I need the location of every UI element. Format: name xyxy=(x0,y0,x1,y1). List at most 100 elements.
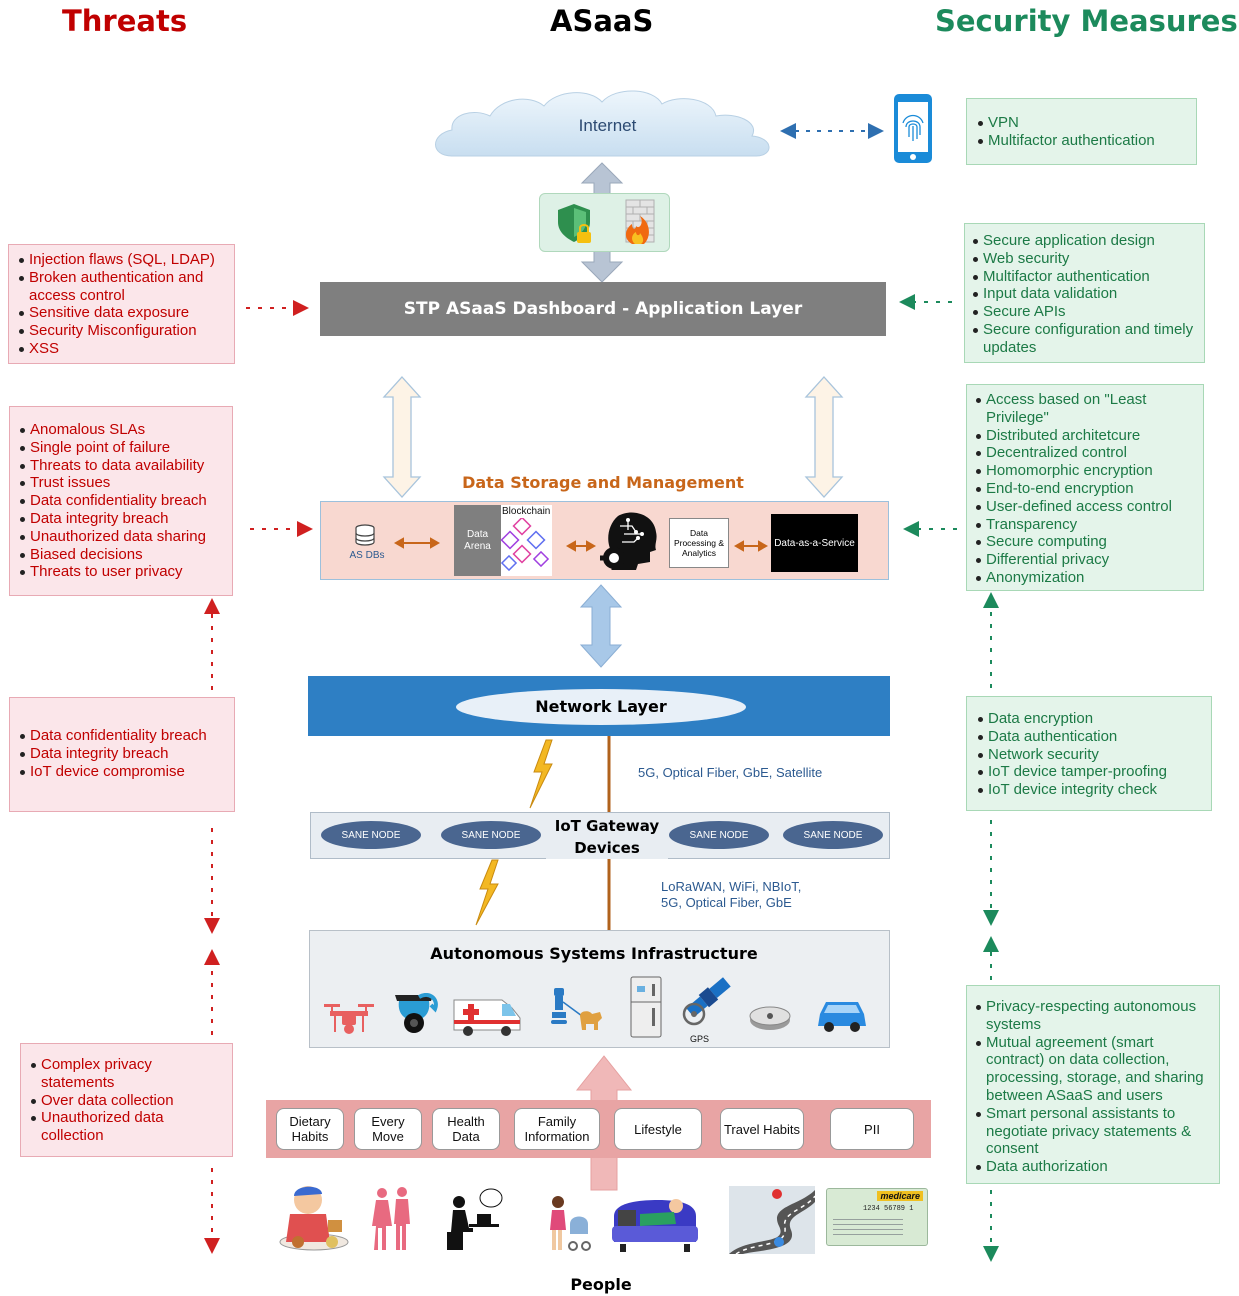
daas-label: Data-as-a-Service xyxy=(774,537,855,549)
database-icon xyxy=(355,524,375,546)
fingerprint-phone-icon xyxy=(894,94,932,163)
eating-person-icon xyxy=(279,1186,349,1251)
threat-app-item: Broken authentication and access control xyxy=(18,269,234,305)
measure-storage-item: User-defined access control xyxy=(975,498,1199,516)
people-label: People xyxy=(570,1275,632,1294)
threat-storage-item: Biased decisions xyxy=(19,546,232,564)
medicare-brand: medicare xyxy=(877,1191,923,1201)
data-arena-label: Data Arena xyxy=(464,528,491,552)
measure-storage-item: Secure computing xyxy=(975,533,1199,551)
car-icon xyxy=(818,1002,866,1032)
measure-app-item: Web security xyxy=(972,250,1200,268)
measure-app-item: Secure configuration and timely updates xyxy=(972,321,1200,357)
sane-node-2: SANE NODE xyxy=(441,821,541,849)
robot-dog-walker-icon xyxy=(551,988,602,1030)
threat-app-list: Injection flaws (SQL, LDAP)Broken authen… xyxy=(18,251,234,358)
measure-storage-list: Access based on "Least Privilege"Distrib… xyxy=(975,391,1199,587)
wireless-bolt-1 xyxy=(529,739,553,809)
mother-stroller-icon xyxy=(550,1196,591,1251)
threat-network-item: Data confidentiality breach xyxy=(19,727,234,745)
shield-lock-icon xyxy=(558,204,591,243)
threat-storage-item: Threats to user privacy xyxy=(19,563,232,581)
firewall-security-box xyxy=(539,193,670,252)
app-storage-arrows xyxy=(382,376,844,498)
data-storage-title: Data Storage and Management xyxy=(462,473,744,492)
gps-label: GPS xyxy=(690,1034,710,1044)
category-dietary-habits: Dietary Habits xyxy=(276,1108,344,1150)
sane-node-3: SANE NODE xyxy=(669,821,769,849)
iot-tech-label: LoRaWAN, WiFi, NBIoT, 5G, Optical Fiber,… xyxy=(661,879,802,910)
measure-people-item: Privacy-respecting autonomous systems xyxy=(975,998,1213,1034)
measure-storage-item: Transparency xyxy=(975,516,1199,534)
measure-people-item: Mutual agreement (smart contract) on dat… xyxy=(975,1034,1213,1105)
data-processing-box: Data Processing & Analytics xyxy=(669,518,729,568)
gps-satellite-icon xyxy=(682,977,731,1026)
asaas-header: ASaaS xyxy=(550,4,654,38)
asi-title: Autonomous Systems Infrastructure xyxy=(430,944,758,963)
threat-storage-item: Data integrity breach xyxy=(19,510,232,528)
as-dbs-label: AS DBs xyxy=(349,550,385,561)
daas-box: Data-as-a-Service xyxy=(771,514,858,572)
application-layer-bar: STP ASaaS Dashboard - Application Layer xyxy=(320,282,886,336)
category-travel-habits: Travel Habits xyxy=(720,1108,804,1150)
measure-internet-item: VPN xyxy=(977,114,1196,132)
category-pii: PII xyxy=(830,1108,914,1150)
blockchain-label: Blockchain xyxy=(502,506,551,517)
threats-app-box: Injection flaws (SQL, LDAP)Broken authen… xyxy=(8,244,235,364)
threats-header: Threats xyxy=(62,4,188,38)
iot-gateway-title: IoT Gateway Devices xyxy=(546,815,668,859)
measure-storage-item: Anonymization xyxy=(975,569,1199,587)
threat-people-item: Unauthorized data collection xyxy=(30,1109,224,1145)
network-layer-ellipse xyxy=(456,689,746,725)
ambulance-icon xyxy=(453,999,521,1036)
internet-label: Internet xyxy=(578,116,637,135)
threat-storage-item: Single point of failure xyxy=(19,439,232,457)
measure-network-item: Data encryption xyxy=(977,710,1207,728)
threat-network-item: IoT device compromise xyxy=(19,763,234,781)
medicare-number: 1234 56789 1 xyxy=(863,1205,914,1213)
data-processing-label: Data Processing & Analytics xyxy=(673,528,725,558)
storage-flow-arrows xyxy=(393,537,769,552)
security-camera-icon xyxy=(395,993,438,1033)
measure-network-item: Data authentication xyxy=(977,728,1207,746)
threat-storage-item: Trust issues xyxy=(19,474,232,492)
storage-network-arrow xyxy=(579,584,623,668)
security-measures-header: Security Measures xyxy=(935,4,1238,38)
measure-internet-item: Multifactor authentication xyxy=(977,132,1196,150)
measure-storage-item: Homomorphic encryption xyxy=(975,462,1199,480)
drone-icon xyxy=(324,1004,374,1034)
threat-storage-item: Anomalous SLAs xyxy=(19,421,232,439)
ai-processing-icon xyxy=(600,512,657,570)
measure-app-item: Secure APIs xyxy=(972,303,1200,321)
threat-network-item: Data integrity breach xyxy=(19,745,234,763)
network-layer-title: Network Layer xyxy=(535,697,667,716)
measure-storage-item: Access based on "Least Privilege" xyxy=(975,391,1199,427)
threat-app-item: XSS xyxy=(18,340,234,358)
measure-app-item: Secure application design xyxy=(972,232,1200,250)
category-family-information: Family Information xyxy=(514,1108,600,1150)
measure-network-item: Network security xyxy=(977,746,1207,764)
data-arena-label-box: Data Arena xyxy=(454,505,501,576)
measure-network-item: IoT device integrity check xyxy=(977,781,1207,799)
robot-vacuum-icon xyxy=(749,1006,791,1030)
medicare-text-lines xyxy=(833,1215,903,1239)
threat-people-item: Complex privacy statements xyxy=(30,1056,224,1092)
threat-storage-item: Threats to data availability xyxy=(19,457,232,475)
category-lifestyle: Lifestyle xyxy=(614,1108,702,1150)
road-map-icon xyxy=(729,1186,815,1254)
measure-people-item: Data authorization xyxy=(975,1158,1213,1176)
